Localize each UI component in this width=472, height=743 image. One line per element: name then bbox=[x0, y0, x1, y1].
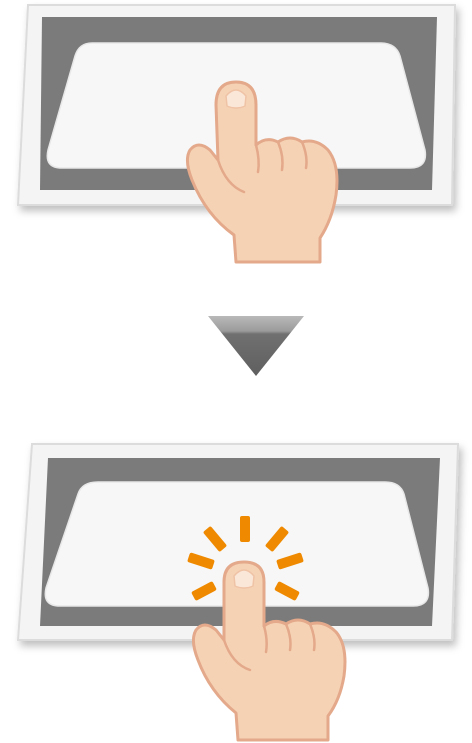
down-arrow-icon bbox=[200, 312, 310, 382]
touchpad-after bbox=[0, 430, 472, 743]
step-before-panel bbox=[0, 0, 472, 275]
down-arrow bbox=[200, 312, 310, 382]
step-after-panel bbox=[0, 430, 472, 743]
touchpad-before bbox=[0, 0, 472, 275]
